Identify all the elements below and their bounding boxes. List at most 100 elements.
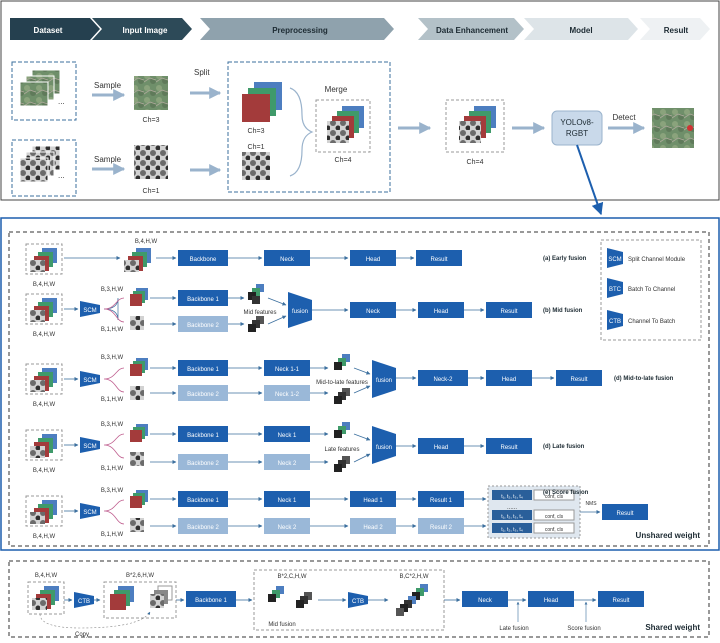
score-caption: (e) Score fusion: [543, 490, 589, 496]
enhancement-ch4: Ch=4: [467, 159, 484, 166]
svg-text:B,1,H,W: B,1,H,W: [101, 397, 124, 403]
input-rgb-ch: Ch=3: [143, 117, 160, 124]
svg-text:BTC: BTC: [609, 287, 622, 293]
stage-label-preprocessing: Preprocessing: [272, 26, 328, 35]
row-late-fusion: B,4,H,W SCM B,3,H,W B,1,H,W Backbone 1 B…: [25, 422, 585, 474]
unshared-box: [8, 231, 710, 547]
mid-backbone2: [178, 316, 228, 332]
early-input-shape: B,4,H,W: [33, 282, 56, 288]
merge-brace: [289, 87, 314, 177]
mid-backbone1: [178, 290, 228, 306]
svg-text:SCM: SCM: [83, 510, 96, 516]
svg-text:conf, cls: conf, cls: [545, 514, 564, 520]
mid-neck: [350, 302, 396, 318]
svg-text:t₁, t₂, t₃, t₄: t₁, t₂, t₃, t₄: [501, 514, 523, 520]
stage-label-result: Result: [664, 26, 689, 35]
svg-text:B,4,H,W: B,4,H,W: [33, 332, 56, 338]
dataset-rgb-stack: ...: [19, 69, 65, 107]
svg-text:B,3,H,W: B,3,H,W: [101, 287, 124, 293]
svg-text:Result: Result: [500, 445, 517, 451]
stage-input-image: [92, 18, 192, 40]
svg-text:t₁, t₂, t₃, t₄: t₁, t₂, t₃, t₄: [501, 527, 523, 533]
midlate-neck12: [264, 385, 310, 401]
svg-text:Neck: Neck: [366, 309, 381, 315]
svg-text:Result: Result: [430, 257, 447, 263]
svg-text:B,3,H,W: B,3,H,W: [101, 488, 124, 494]
svg-text:CTB: CTB: [78, 599, 90, 605]
svg-text:Channel To Batch: Channel To Batch: [628, 319, 675, 325]
stage-dataset: [10, 18, 100, 40]
dataset-thermal-stack: ...: [19, 145, 65, 183]
svg-text:Result: Result: [570, 377, 587, 383]
svg-text:fusion: fusion: [376, 445, 392, 451]
svg-text:B,3,H,W: B,3,H,W: [101, 422, 124, 428]
stage-label-data-enhancement: Data Enhancement: [436, 26, 508, 35]
early-neck: [264, 250, 310, 266]
svg-text:Head 1: Head 1: [363, 498, 383, 504]
svg-text:SCM: SCM: [83, 308, 96, 314]
shared-neck: [462, 591, 508, 607]
svg-text:Result: Result: [616, 511, 633, 517]
stage-label-input-image: Input Image: [123, 26, 168, 35]
shared-mid-fusion-label: Mid fusion: [268, 622, 295, 628]
svg-text:Backbone: Backbone: [190, 257, 217, 263]
early-result: [416, 250, 462, 266]
svg-text:Result: Result: [500, 309, 517, 315]
model-block: [551, 110, 603, 146]
svg-text:Backbone 1: Backbone 1: [195, 598, 227, 604]
sample-label-rgb: Sample: [94, 81, 122, 90]
stage-model: [524, 18, 638, 40]
svg-text:...: ...: [58, 171, 65, 180]
svg-text:Backbone 2: Backbone 2: [187, 323, 219, 329]
svg-text:CTB: CTB: [352, 599, 364, 605]
svg-text:Backbone 2: Backbone 2: [187, 461, 219, 467]
early-backbone: [178, 250, 228, 266]
svg-text:Backbone 1: Backbone 1: [187, 297, 219, 303]
sample-label-thermal: Sample: [94, 155, 122, 164]
svg-text:Split Channel Module: Split Channel Module: [628, 257, 686, 263]
stage-preprocessing: [200, 18, 394, 40]
svg-text:Backbone 2: Backbone 2: [187, 525, 219, 531]
svg-text:Result 1: Result 1: [430, 498, 453, 504]
shared-ctb-2: [348, 592, 368, 608]
svg-text:Backbone 2: Backbone 2: [187, 392, 219, 398]
svg-text:SCM: SCM: [608, 257, 621, 263]
input-thermal-image: [134, 145, 168, 179]
expand-arrow: [576, 144, 604, 216]
early-caption: (a) Early fusion: [543, 256, 587, 262]
stage-label-dataset: Dataset: [34, 26, 63, 35]
svg-text:B,4,H,W: B,4,H,W: [33, 468, 56, 474]
detection-marker: [687, 125, 693, 131]
stage-bar: Dataset Input Image Preprocessing Data E…: [10, 18, 710, 40]
shared-label: Shared weight: [645, 623, 700, 632]
svg-text:B,1,H,W: B,1,H,W: [101, 466, 124, 472]
svg-text:Neck: Neck: [478, 598, 493, 604]
shared-head: [528, 591, 574, 607]
svg-text:conf, cls: conf, cls: [545, 494, 564, 500]
svg-text:B,1,H,W: B,1,H,W: [101, 532, 124, 538]
split-thermal-image: [242, 152, 270, 180]
unshared-label: Unshared weight: [636, 531, 701, 540]
shared-result: [598, 591, 644, 607]
merge-box: [315, 99, 371, 153]
midlate-neck11: [264, 360, 310, 376]
midlate-features-label: Mid-to-late features: [316, 380, 368, 386]
svg-text:B,1,H,W: B,1,H,W: [101, 327, 124, 333]
legend-box: [600, 239, 702, 341]
legend-ctb: CTB Channel To Batch: [607, 310, 675, 330]
shared-pipeline: B,4,H,W CTB B*2,6,H,W Copy Backbone 1 B*…: [27, 569, 644, 638]
svg-text:fusion: fusion: [292, 309, 308, 315]
svg-text:Neck-2: Neck-2: [433, 377, 453, 383]
mid-head: [418, 302, 464, 318]
stage-result: [640, 18, 710, 40]
merge-ch4: Ch=4: [335, 157, 352, 164]
svg-text:......: ......: [507, 505, 517, 511]
svg-text:Neck 2: Neck 2: [278, 461, 297, 467]
shared-backbone1: [186, 591, 236, 607]
late-features-label: Late features: [324, 447, 359, 453]
mid-scm: [80, 301, 100, 317]
svg-text:Head: Head: [434, 309, 448, 315]
merge-label: Merge: [325, 85, 348, 94]
shared-ctb-1: [74, 592, 94, 608]
svg-text:Head: Head: [366, 257, 380, 263]
